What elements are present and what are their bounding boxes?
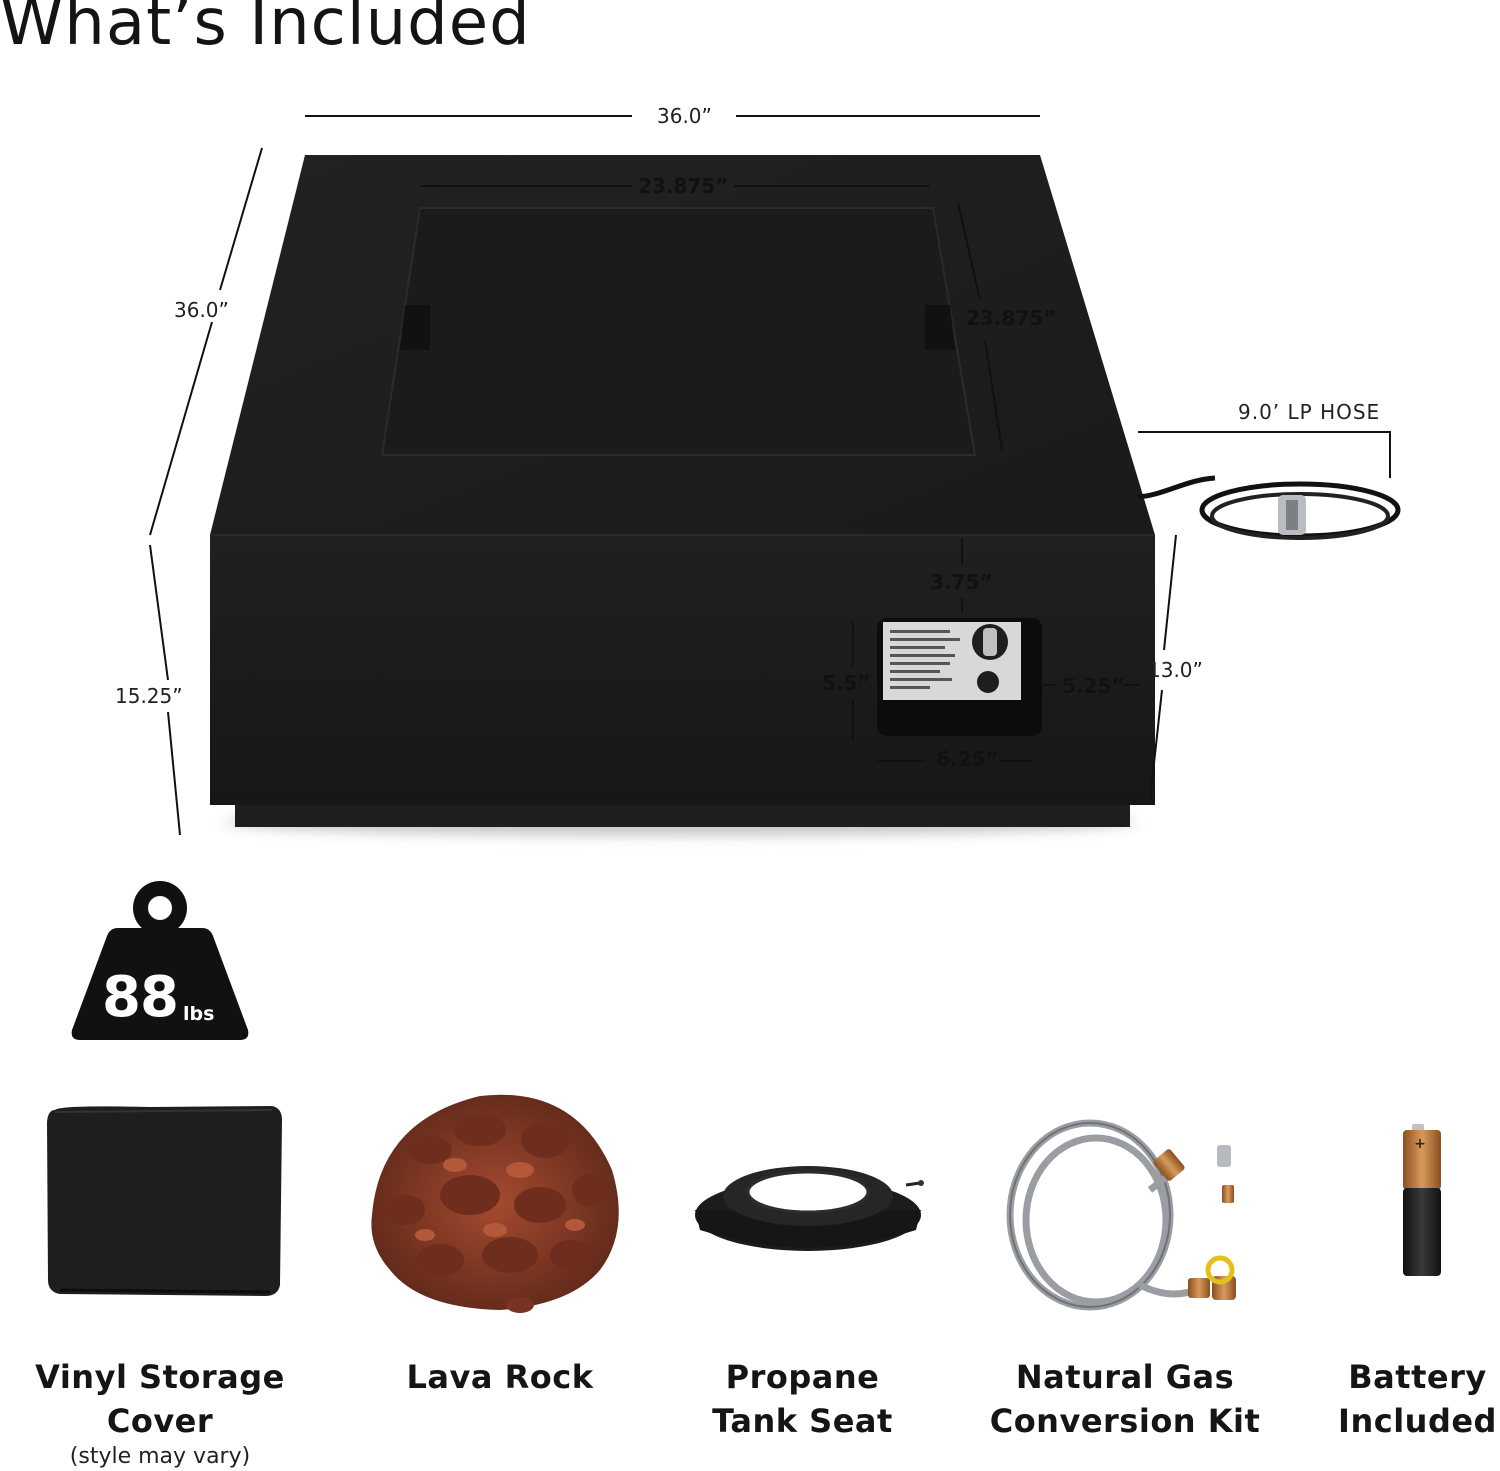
panel-top-offset-label: 3.75” — [930, 570, 993, 594]
weight-value: 88 — [102, 965, 179, 1030]
lid-handle-left — [400, 305, 430, 350]
overall-depth-label: 36.0” — [174, 298, 229, 322]
item-note: (style may vary) — [69, 1444, 251, 1469]
burner-width-label: 23.875” — [638, 174, 729, 198]
burner-lid — [380, 207, 977, 456]
item-label: Battery — [1348, 1358, 1487, 1396]
overall-width-label: 36.0” — [657, 104, 712, 128]
item-label: Vinyl Storage — [35, 1358, 285, 1396]
item-vinyl-cover: Vinyl Storage Cover (style may vary) — [20, 1355, 300, 1471]
panel-height-label: 5.5” — [822, 671, 871, 695]
igniter-button-icon — [977, 671, 999, 693]
lava-rock-image — [371, 1094, 619, 1313]
item-label: Included — [1338, 1402, 1497, 1440]
lid-handle-right — [925, 305, 955, 350]
fire-pit-base — [235, 805, 1130, 827]
item-label: Lava Rock — [406, 1358, 594, 1396]
battery-image: + — [1403, 1124, 1441, 1276]
item-label: Cover — [106, 1402, 214, 1440]
body-height-label: 13.0” — [1148, 658, 1203, 682]
item-lava-rock: Lava Rock — [380, 1355, 620, 1399]
overall-height-label: 15.25” — [115, 684, 183, 708]
weight-icon — [71, 881, 249, 1040]
item-label: Propane — [725, 1358, 880, 1396]
panel-side-offset-label: 5.25” — [1062, 674, 1125, 698]
item-label: Conversion Kit — [989, 1402, 1261, 1440]
weight-unit: lbs — [183, 1003, 215, 1025]
hose-length-label: 9.0’ LP HOSE — [1238, 400, 1381, 424]
item-label: Natural Gas — [1015, 1358, 1235, 1396]
page-title: What’s Included — [0, 0, 531, 60]
item-gas-kit: Natural Gas Conversion Kit — [985, 1355, 1265, 1443]
panel-width-label: 6.25” — [936, 747, 999, 771]
item-battery: Battery Included — [1335, 1355, 1500, 1443]
tank-seat-image — [695, 1166, 924, 1251]
item-tank-seat: Propane Tank Seat — [690, 1355, 915, 1443]
svg-text:+: + — [1414, 1136, 1426, 1152]
vinyl-cover-image — [47, 1106, 282, 1296]
lp-hose — [1137, 475, 1401, 540]
gas-kit-image — [1006, 1119, 1236, 1311]
burner-depth-label: 23.875” — [966, 306, 1057, 330]
dimension-lines — [149, 115, 1391, 836]
fire-pit — [210, 155, 1155, 827]
item-label: Tank Seat — [712, 1402, 893, 1440]
